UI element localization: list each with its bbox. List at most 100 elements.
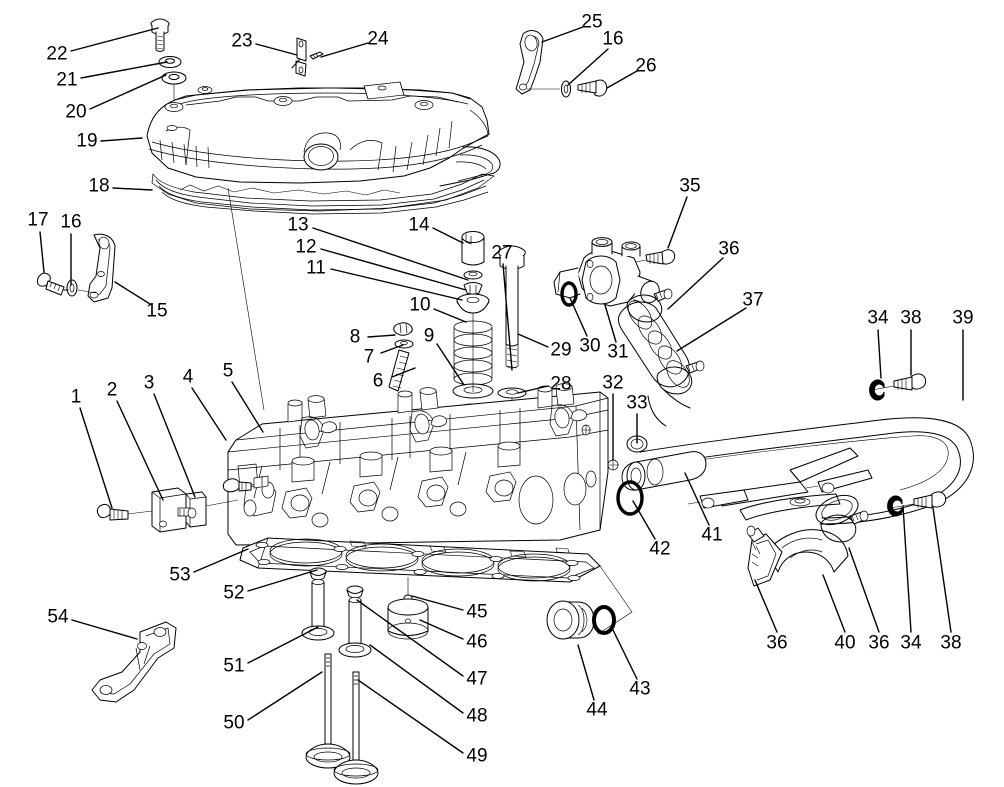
callout-leader-23 xyxy=(255,43,298,56)
callout-number-35[interactable]: 35 xyxy=(679,175,701,197)
callout-number-31[interactable]: 31 xyxy=(607,341,629,363)
callout-leader-44 xyxy=(577,644,595,701)
callout-number-34[interactable]: 34 xyxy=(867,307,889,329)
callout-number-4[interactable]: 4 xyxy=(182,366,194,388)
callout-number-20[interactable]: 20 xyxy=(65,101,87,123)
callout-leader-4 xyxy=(191,387,227,441)
callout-number-42[interactable]: 42 xyxy=(649,538,671,560)
callout-number-51[interactable]: 51 xyxy=(223,655,245,677)
valve-spring-stack xyxy=(452,231,494,417)
callout-leader-25 xyxy=(541,26,584,43)
callout-number-27[interactable]: 27 xyxy=(491,242,513,264)
freeze-plug-group xyxy=(546,565,633,640)
stud-bolt-group xyxy=(388,322,414,392)
callout-number-54[interactable]: 54 xyxy=(47,606,69,628)
callout-leader-20 xyxy=(89,74,167,110)
radiator-hose-lower xyxy=(746,469,947,587)
callout-leader-26 xyxy=(606,70,638,89)
callout-leader-18 xyxy=(112,187,153,191)
callout-leader-37 xyxy=(676,307,747,352)
left-bracket-group xyxy=(36,233,116,303)
callout-number-36[interactable]: 36 xyxy=(718,238,740,260)
callout-number-34[interactable]: 34 xyxy=(900,632,922,654)
radiator-hose-upper xyxy=(617,288,705,427)
callout-leader-36 xyxy=(848,547,880,633)
callout-number-13[interactable]: 13 xyxy=(287,214,309,236)
callout-leader-34 xyxy=(877,329,882,379)
callout-leader-46 xyxy=(419,619,464,640)
callout-number-36[interactable]: 36 xyxy=(868,632,890,654)
callout-number-39[interactable]: 39 xyxy=(952,307,974,329)
callout-number-38[interactable]: 38 xyxy=(940,632,962,654)
pcv-valve-group xyxy=(291,37,324,77)
callout-number-17[interactable]: 17 xyxy=(27,209,49,231)
callout-number-33[interactable]: 33 xyxy=(626,392,648,414)
callout-number-23[interactable]: 23 xyxy=(231,30,253,52)
callout-leader-51 xyxy=(247,626,319,664)
callout-number-2[interactable]: 2 xyxy=(106,379,118,401)
callout-number-16[interactable]: 16 xyxy=(60,211,82,233)
callout-number-11[interactable]: 11 xyxy=(306,257,326,279)
callout-leader-28 xyxy=(517,385,549,394)
callout-number-6[interactable]: 6 xyxy=(372,370,384,392)
callout-number-52[interactable]: 52 xyxy=(223,582,245,604)
callout-number-48[interactable]: 48 xyxy=(466,705,488,727)
callout-number-40[interactable]: 40 xyxy=(834,632,856,654)
callout-leader-12 xyxy=(320,248,467,291)
callout-number-36[interactable]: 36 xyxy=(766,632,788,654)
callout-leader-13 xyxy=(312,227,469,281)
callout-number-14[interactable]: 14 xyxy=(408,214,430,236)
callout-number-21[interactable]: 21 xyxy=(56,69,78,91)
callout-number-49[interactable]: 49 xyxy=(466,745,488,767)
callout-leader-30 xyxy=(569,297,588,337)
callout-number-25[interactable]: 25 xyxy=(581,11,603,33)
callout-number-26[interactable]: 26 xyxy=(635,55,657,77)
callout-number-53[interactable]: 53 xyxy=(169,564,191,586)
callout-number-15[interactable]: 15 xyxy=(146,300,168,322)
callout-number-9[interactable]: 9 xyxy=(423,325,435,347)
callout-number-18[interactable]: 18 xyxy=(88,175,110,197)
callout-number-1[interactable]: 1 xyxy=(70,386,82,408)
callout-leader-15 xyxy=(114,281,151,305)
callout-number-45[interactable]: 45 xyxy=(466,601,488,623)
callout-leader-35 xyxy=(667,196,688,249)
callout-number-10[interactable]: 10 xyxy=(409,294,431,316)
callout-number-43[interactable]: 43 xyxy=(629,678,651,700)
callout-leader-22 xyxy=(70,27,159,52)
callout-number-8[interactable]: 8 xyxy=(349,326,361,348)
callout-number-3[interactable]: 3 xyxy=(143,372,155,394)
callout-number-5[interactable]: 5 xyxy=(222,360,234,382)
callout-number-46[interactable]: 46 xyxy=(466,631,488,653)
cam-bearing-saddles xyxy=(287,383,588,449)
callout-number-50[interactable]: 50 xyxy=(223,712,245,734)
callout-number-30[interactable]: 30 xyxy=(579,335,601,357)
callout-number-7[interactable]: 7 xyxy=(363,346,375,368)
callout-number-44[interactable]: 44 xyxy=(586,699,608,721)
callout-number-41[interactable]: 41 xyxy=(701,524,723,546)
callout-leader-36 xyxy=(667,257,724,310)
callout-number-29[interactable]: 29 xyxy=(550,339,572,361)
callout-leader-45 xyxy=(411,595,464,611)
callout-leader-5 xyxy=(231,381,264,433)
callout-leader-21 xyxy=(80,61,168,79)
callout-number-22[interactable]: 22 xyxy=(46,43,68,65)
callout-leader-36 xyxy=(754,579,778,633)
callout-leader-2 xyxy=(116,400,164,501)
callout-number-24[interactable]: 24 xyxy=(367,28,389,50)
callout-number-28[interactable]: 28 xyxy=(550,373,572,395)
callout-number-47[interactable]: 47 xyxy=(466,668,488,690)
lifter-guide-group xyxy=(301,567,372,658)
callout-number-16[interactable]: 16 xyxy=(602,28,624,50)
callout-number-37[interactable]: 37 xyxy=(742,289,764,311)
cover-bolt-group xyxy=(150,18,187,102)
callout-leader-54 xyxy=(71,619,138,640)
callout-leader-38 xyxy=(932,507,952,633)
callout-number-19[interactable]: 19 xyxy=(76,130,98,152)
callout-leader-53 xyxy=(193,548,249,573)
callout-leader-50 xyxy=(247,671,323,721)
callout-number-32[interactable]: 32 xyxy=(602,372,624,394)
callout-number-38[interactable]: 38 xyxy=(900,307,922,329)
callout-leader-9 xyxy=(436,343,465,386)
callout-number-12[interactable]: 12 xyxy=(295,236,317,258)
